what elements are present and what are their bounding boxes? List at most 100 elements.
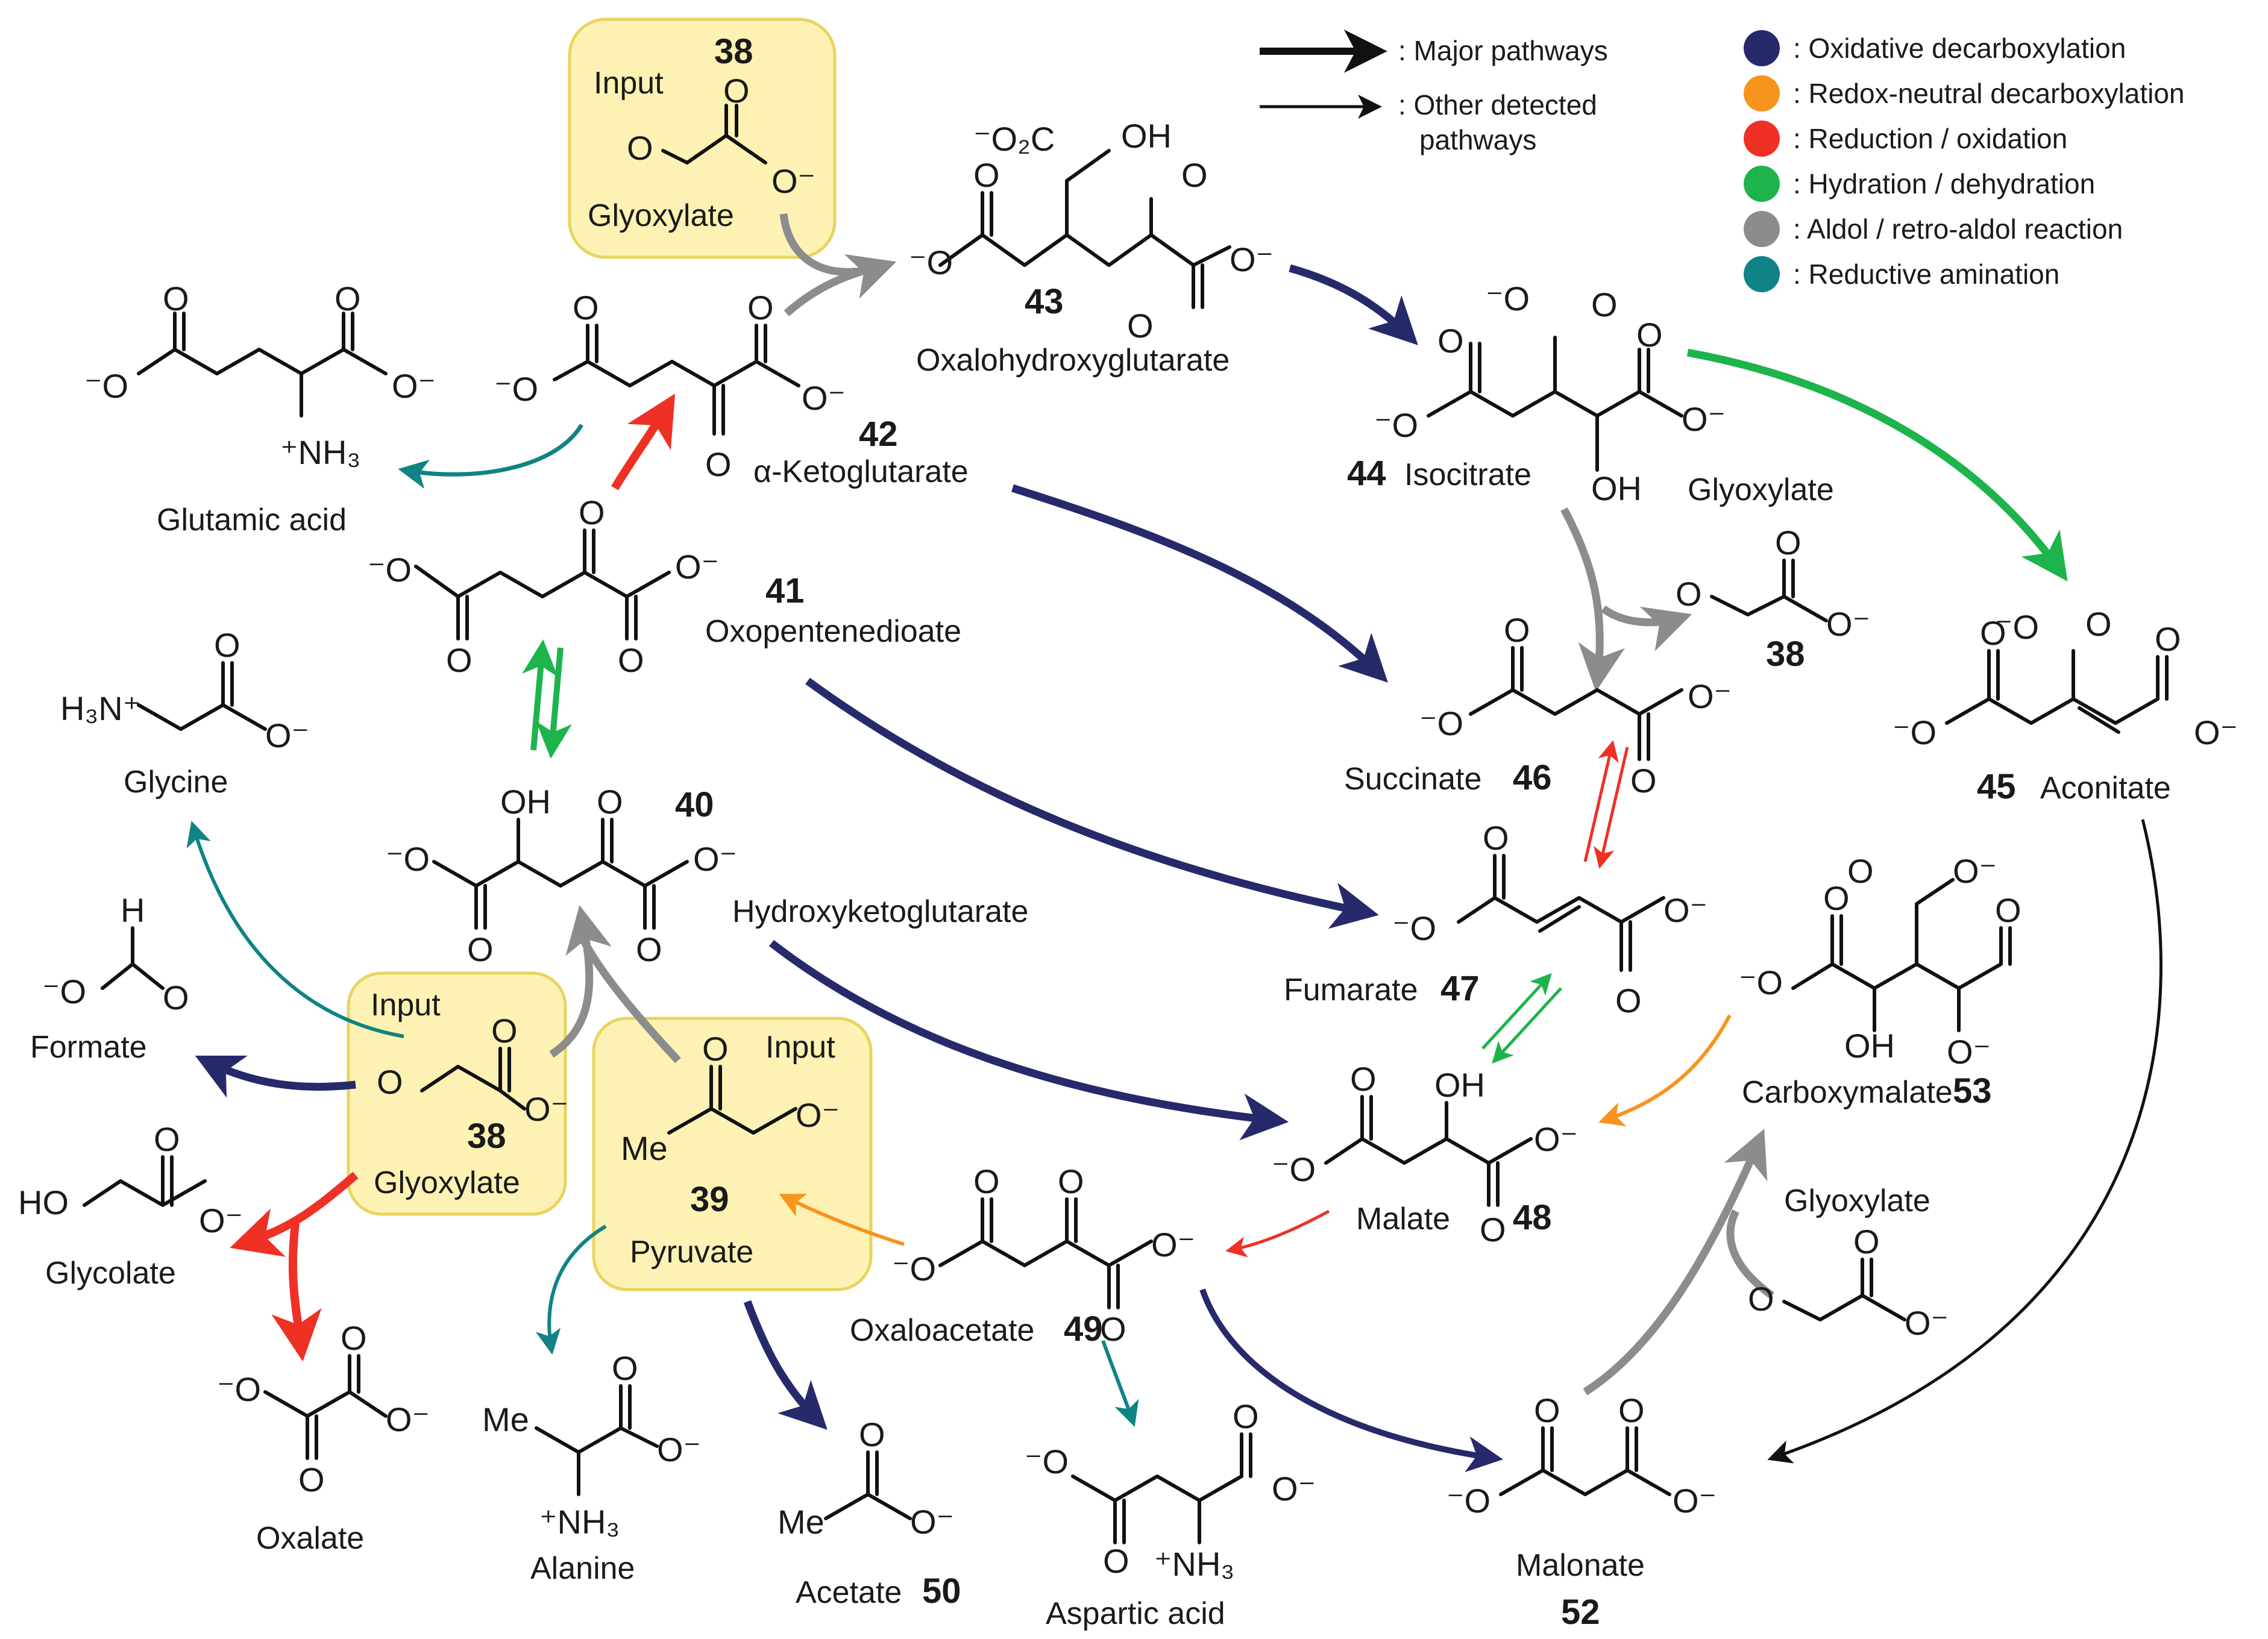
legend-other-label-line2: pathways [1419, 124, 1536, 155]
atom-o-44-f: O⁻ [1682, 400, 1726, 438]
compound-labels: Input 38 Glyoxylate Input 38 Glyoxylate … [30, 32, 2171, 1632]
reaction-arrows [186, 213, 2163, 1473]
input-box-top [568, 17, 837, 259]
atom-ho-glycolate: HO [18, 1183, 69, 1221]
atom-o-45-e: O [2155, 620, 2181, 658]
label-48-name: Malate [1356, 1202, 1450, 1236]
atom-o-45-d: O [2085, 605, 2112, 643]
arrow-44-to-38 [1601, 605, 1692, 651]
atom-o-42-e: O [705, 445, 732, 483]
label-43-name: Oxalohydroxyglutarate [916, 343, 1230, 378]
label-41-number: 41 [765, 571, 805, 610]
input-box-pyruvate [592, 1017, 873, 1291]
label-53-name: Carboxymalate [1742, 1075, 1953, 1110]
atom-o-41-a: ⁻O [368, 551, 412, 589]
atom-o-45-c: ⁻O [1995, 608, 2039, 646]
arrow-49-to-52 [1199, 1288, 1503, 1473]
structure-formate [101, 926, 165, 990]
input-box-left [347, 971, 567, 1216]
arrow-44-to-46 [1560, 507, 1626, 692]
label-42-number: 42 [859, 415, 898, 454]
atom-o-41-b: O [446, 641, 473, 679]
atom-o-43-a: ⁻O [909, 243, 953, 281]
atom-o-oxalate-b: O [298, 1461, 325, 1499]
atom-o-42-d: O⁻ [802, 379, 846, 417]
label-aspartic: Aspartic acid [1046, 1596, 1225, 1631]
atom-o-46-b: O [1504, 611, 1530, 649]
legend-dot-oxidative [1744, 30, 1780, 66]
atom-o-40-c: O⁻ [693, 840, 737, 878]
legend-redox-neutral-label: : Redox-neutral decarboxylation [1793, 78, 2184, 109]
arrow-40-to-48 [769, 939, 1289, 1141]
atom-o-50-b: O⁻ [910, 1503, 954, 1541]
atom-o-41-d: O⁻ [675, 548, 719, 586]
input-tag-left: Input [371, 988, 441, 1023]
label-46-name: Succinate [1344, 762, 1481, 797]
input-name-pyruvate: Pyruvate [630, 1235, 753, 1270]
atom-o-48-c: O⁻ [1534, 1120, 1578, 1158]
legend-dot-amination [1744, 256, 1780, 292]
legend-amination-label: : Reductive amination [1793, 259, 2059, 290]
atom-o-gly-b: O⁻ [265, 716, 309, 754]
arrow-39-to-50 [743, 1300, 828, 1430]
atom-me-39: Me [621, 1129, 668, 1167]
label-43-number: 43 [1025, 282, 1064, 321]
atom-o-oxalate-c: O [341, 1319, 367, 1357]
atom-o-46-c: O⁻ [1688, 677, 1732, 715]
atom-o-38-right-a: O [1676, 575, 1702, 613]
structure-glycine [137, 661, 267, 731]
atom-o-alanine-b: O⁻ [657, 1431, 701, 1468]
atom-o-47-c: O⁻ [1663, 891, 1707, 929]
legend-dot-reduction [1744, 121, 1780, 157]
atom-o-53-e: O [1995, 891, 2021, 929]
atom-o-53-f: O⁻ [1947, 1033, 1991, 1071]
atom-o-41-e: O [618, 641, 644, 679]
arrow-38-to-glycine [186, 820, 404, 1038]
atom-o-asp-c: O [1233, 1397, 1259, 1435]
label-52-name: Malonate [1516, 1548, 1645, 1583]
atom-o-38-right-c: O⁻ [1826, 605, 1870, 643]
label-52-number: 52 [1561, 1593, 1600, 1632]
structure-alanine [535, 1384, 659, 1496]
label-50-number: 50 [922, 1572, 961, 1611]
label-49-number: 49 [1064, 1309, 1103, 1349]
legend-oxidative-label: : Oxidative decarboxylation [1793, 33, 2126, 64]
atom-o-49-b: O [973, 1162, 1000, 1200]
label-44-number: 44 [1347, 454, 1386, 493]
structure-50 [824, 1450, 912, 1520]
legend-reduction-label: : Reduction / oxidation [1793, 123, 2067, 154]
label-40-number: 40 [675, 785, 714, 824]
atom-o-39-b: O⁻ [796, 1096, 840, 1134]
atom-o-formate-a: ⁻O [42, 973, 86, 1011]
atom-o-44-e: O [1636, 316, 1663, 354]
atom-o-asp-a: ⁻O [1025, 1443, 1069, 1481]
input-name-left: Glyoxylate [374, 1165, 520, 1200]
atom-o2-38-top: O [627, 129, 653, 167]
legend-dot-redox-neutral [1744, 75, 1780, 111]
arrow-46-to-47 [1594, 747, 1629, 869]
arrow-43-to-44 [1289, 264, 1418, 345]
arrow-41-to-40 [536, 647, 572, 759]
structure-38-left [420, 1047, 526, 1111]
legend-aldol-label: : Aldol / retro-aldol reaction [1793, 213, 2123, 245]
atom-o-48-d: O [1480, 1211, 1506, 1249]
atom-o-40-b: O [597, 783, 623, 821]
arrow-38-to-glycolate [230, 1171, 359, 1257]
atom-o-43-e: O [1127, 307, 1154, 345]
atom-o-44-a: ⁻O [1374, 406, 1418, 444]
input-tag-pyruvate: Input [765, 1030, 835, 1065]
atom-me-alanine: Me [482, 1400, 529, 1438]
atom-o-43-c: O [1181, 156, 1208, 194]
label-50-name: Acetate [796, 1575, 902, 1610]
atom-o-44-d: O [1591, 286, 1618, 324]
arrow-49-to-39 [779, 1194, 905, 1246]
label-glycine: Glycine [124, 765, 228, 800]
atom-o-44-c: ⁻O [1486, 280, 1530, 318]
atom-o-40-d: O [467, 930, 494, 968]
arrow-41-to-47 [805, 677, 1379, 929]
atom-o-glu-b: O [163, 280, 189, 318]
atom-o-42-a: ⁻O [494, 370, 538, 408]
arrow-47-to-46 [1583, 740, 1619, 862]
atom-h3n-gly: H₃N⁺ [60, 689, 140, 727]
atom-o-42-b: O [573, 289, 599, 327]
